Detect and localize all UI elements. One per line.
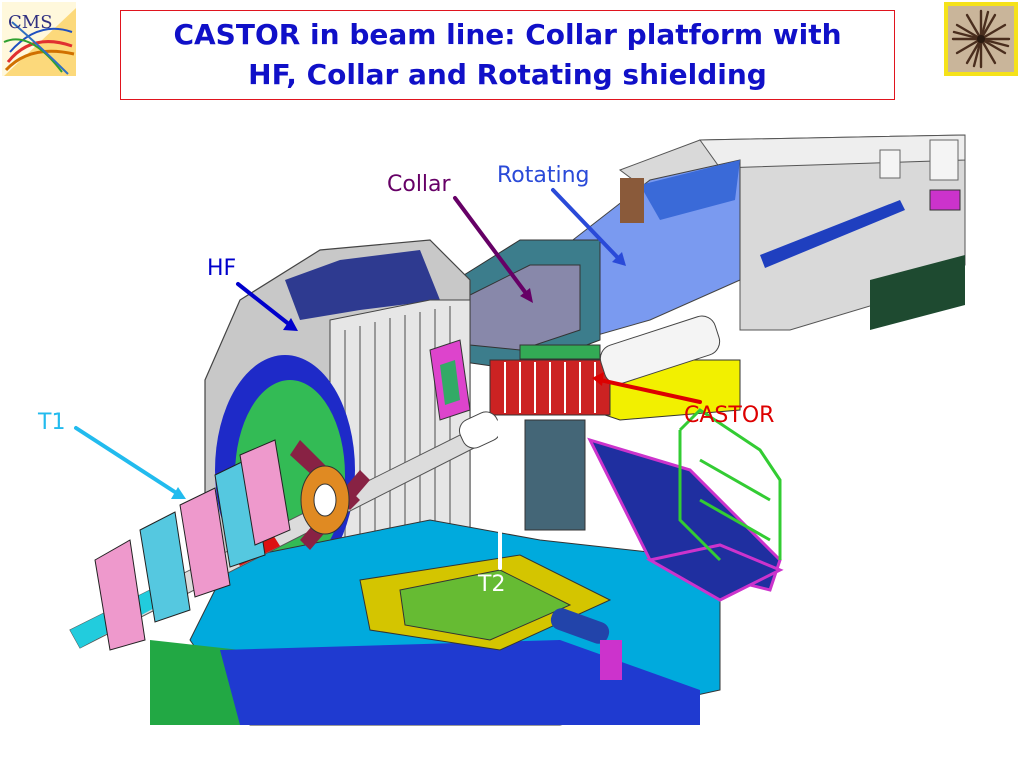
label-castor: CASTOR bbox=[684, 403, 775, 428]
castor-pointer-arrow bbox=[598, 378, 702, 404]
label-t1: T1 bbox=[38, 410, 66, 435]
title-box: CASTOR in beam line: Collar platform wit… bbox=[120, 10, 895, 100]
green-railing bbox=[678, 408, 782, 562]
label-collar: Collar bbox=[387, 172, 451, 197]
label-t2: T2 bbox=[478, 572, 506, 597]
t1-ring-assembly bbox=[290, 440, 370, 550]
label-rotating: Rotating bbox=[497, 163, 590, 188]
rotating-pointer-arrow bbox=[551, 188, 622, 262]
slide-title: CASTOR in beam line: Collar platform wit… bbox=[173, 18, 842, 91]
label-hf: HF bbox=[207, 256, 237, 281]
cms-logo-icon: CMS bbox=[2, 2, 76, 76]
svg-text:CMS: CMS bbox=[8, 12, 53, 33]
t1-pointer-arrow bbox=[74, 426, 180, 496]
upper-beam-pipe bbox=[760, 200, 905, 268]
castor-emblem-icon bbox=[944, 2, 1018, 76]
hf-pointer-arrow bbox=[236, 282, 292, 327]
t1-detector-fins bbox=[94, 439, 291, 651]
castor-calorimeter bbox=[489, 344, 611, 531]
collar-pointer-arrow bbox=[453, 196, 530, 298]
